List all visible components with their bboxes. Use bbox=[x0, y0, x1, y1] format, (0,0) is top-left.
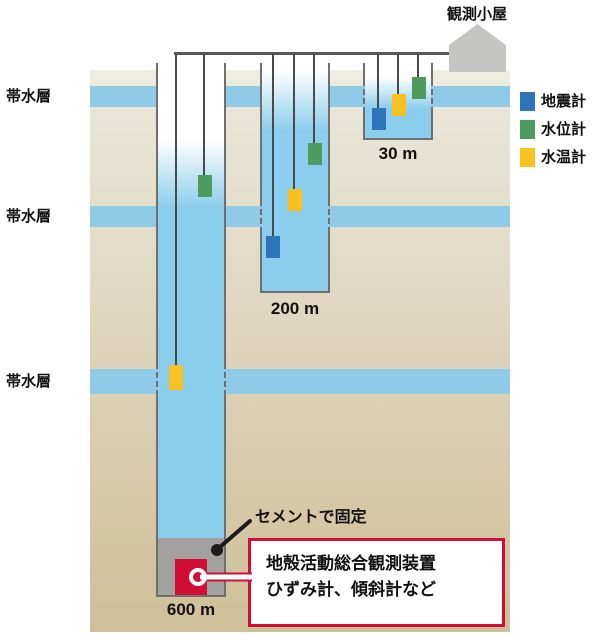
well-600m-screen-left bbox=[156, 369, 158, 394]
device-callout-box: 地殻活動総合観測装置 ひずみ計、傾斜計など bbox=[248, 538, 505, 627]
device-callout-subtitle: ひずみ計、傾斜計など bbox=[266, 580, 436, 599]
observation-hut bbox=[449, 24, 506, 72]
well-600m-bottom bbox=[156, 595, 226, 597]
sensor-water-level-200m bbox=[308, 143, 322, 165]
well-30m-screen-left bbox=[363, 86, 365, 107]
sensor-water-temp-200m bbox=[288, 189, 302, 211]
surface-cable-bar bbox=[174, 52, 455, 55]
legend-seismometer-swatch bbox=[520, 92, 535, 111]
well-200m-casing-left bbox=[260, 63, 262, 293]
well-200m-casing-right bbox=[328, 63, 330, 293]
sensor-water-temp-30m bbox=[392, 94, 406, 116]
cable-30m-water-temp bbox=[397, 54, 399, 95]
legend-seismometer-label: 地震計 bbox=[541, 93, 587, 110]
observation-hut-label: 観測小屋 bbox=[446, 6, 507, 23]
well-30m-screen-right bbox=[431, 86, 433, 107]
well-200m-depth-label: 200 m bbox=[270, 299, 320, 318]
sensor-water-level-30m bbox=[412, 77, 426, 99]
legend-water-level-swatch bbox=[520, 120, 535, 139]
aquifer-band-3 bbox=[90, 369, 510, 394]
cable-30m-seismometer bbox=[377, 54, 379, 109]
sensor-seismometer-200m bbox=[266, 236, 280, 258]
well-30m-depth-label: 30 m bbox=[378, 144, 418, 163]
well-600m-casing-left bbox=[156, 63, 158, 597]
well-30m-bottom bbox=[363, 138, 433, 140]
cable-30m-water-level bbox=[417, 54, 419, 78]
legend-water-level-label: 水位計 bbox=[541, 121, 587, 138]
legend-water-temp-label: 水温計 bbox=[541, 149, 587, 166]
aquifer-label-2: 帯水層 bbox=[6, 208, 52, 225]
cable-200m-water-temp bbox=[293, 54, 295, 190]
well-600m-screen-right bbox=[224, 369, 226, 394]
sensor-water-level-600m bbox=[198, 175, 212, 197]
well-600m-water bbox=[156, 63, 226, 595]
aquifer-label-1: 帯水層 bbox=[6, 88, 52, 105]
device-callout-title: 地殻活動総合観測装置 bbox=[266, 554, 436, 573]
cement-callout-label: セメントで固定 bbox=[255, 509, 367, 526]
legend-water-temp-swatch bbox=[520, 148, 535, 167]
well-200m-bottom bbox=[260, 291, 330, 293]
crustal-activity-device bbox=[175, 559, 207, 596]
sensor-seismometer-30m bbox=[372, 108, 386, 130]
well-600m-depth-label: 600 m bbox=[166, 600, 216, 619]
aquifer-label-3: 帯水層 bbox=[6, 373, 52, 390]
well-200m-screen-right bbox=[328, 206, 330, 227]
cable-200m-seismometer bbox=[272, 54, 274, 237]
cable-200m-water-level bbox=[313, 54, 315, 144]
cable-600m-water-level bbox=[203, 54, 205, 176]
sensor-water-temp-600m bbox=[169, 365, 183, 390]
well-200m-screen-left bbox=[260, 206, 262, 227]
cable-600m-water-temp bbox=[175, 54, 177, 365]
well-600m-casing-right bbox=[224, 63, 226, 597]
